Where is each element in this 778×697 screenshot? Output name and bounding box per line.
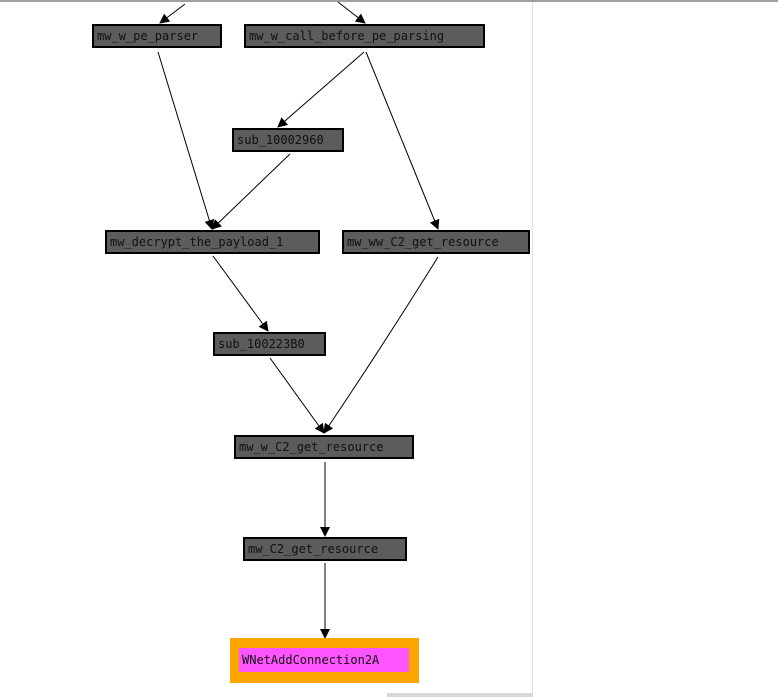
edge-ww-c2-to-w-c2 bbox=[323, 256, 439, 434]
edge-pe-parser-to-decrypt bbox=[157, 51, 215, 230]
window-top-border bbox=[0, 0, 778, 2]
edge-decrypt-to-sub223b0 bbox=[212, 255, 269, 332]
edge-call-before-to-sub2960 bbox=[277, 51, 365, 128]
node-mw-w-pe-parser[interactable]: mw_w_pe_parser bbox=[92, 24, 222, 48]
node-target-highlight: WNetAddConnection2A bbox=[230, 638, 419, 683]
node-wnetaddconnection2a[interactable]: WNetAddConnection2A bbox=[239, 648, 409, 672]
node-mw-w-call-before-pe-parsing[interactable]: mw_w_call_before_pe_parsing bbox=[244, 24, 485, 48]
edge-incoming-call-before bbox=[337, 1, 366, 24]
node-sub-100223b0[interactable]: sub_100223B0 bbox=[213, 332, 326, 356]
graph-area-divider bbox=[532, 2, 533, 697]
node-mw-ww-c2-get-resource[interactable]: mw_ww_C2_get_resource bbox=[342, 230, 530, 254]
edge-incoming-pe-parser bbox=[159, 3, 186, 24]
node-mw-decrypt-the-payload-1[interactable]: mw_decrypt_the_payload_1 bbox=[105, 230, 320, 254]
edge-sub2960-to-decrypt bbox=[211, 153, 291, 230]
node-mw-c2-get-resource[interactable]: mw_C2_get_resource bbox=[243, 537, 407, 561]
node-mw-w-c2-get-resource[interactable]: mw_w_C2_get_resource bbox=[234, 435, 414, 459]
node-sub-10002960[interactable]: sub_10002960 bbox=[232, 128, 344, 152]
edge-sub223b0-to-w-c2 bbox=[269, 357, 325, 434]
edge-call-before-to-ww-c2 bbox=[365, 51, 440, 230]
graph-bottom-strip bbox=[387, 693, 533, 697]
